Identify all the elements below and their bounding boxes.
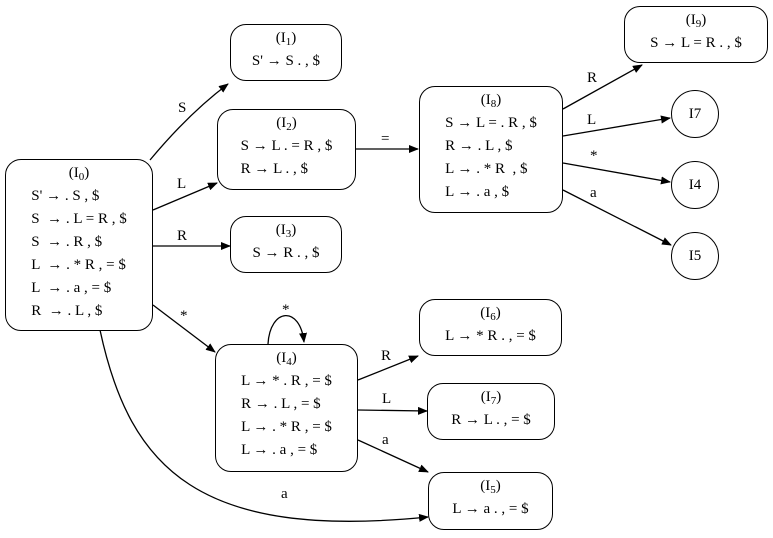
edge-I4-I7 [357,406,428,415]
edge-label-I8-I4: * [590,148,598,164]
ref-node-I7[interactable]: I7 [671,90,719,138]
lr-item: L → * R . , = $ [445,328,536,344]
state-title: (I6) [480,305,501,323]
state-I5[interactable]: (I5) L → a . , = $ [428,472,553,530]
state-title: (I2) [276,115,297,133]
state-title: (I9) [685,12,707,30]
edge-label-I4-I5: a [382,432,389,448]
edge-label-I0-I1: S [178,100,187,116]
ref-node-I5[interactable]: I5 [671,232,719,280]
edge-label-I4-I6: R [381,348,392,364]
lr-item: L → * . R , = $ [241,373,332,389]
state-I8[interactable]: (I8) S → L = . R , $ R → . L , $ L → . *… [419,86,563,213]
lr-item: S → . L = R , $ [31,211,127,227]
lr-item: S → . R , $ [31,234,103,250]
lr-item: L → . a , $ [445,184,510,200]
edge-label-I0-I3: R [177,228,188,244]
lr-item: R → L . , = $ [451,412,531,428]
state-title: (I3) [275,222,297,240]
edge-label-I0-I2: L [177,176,187,192]
edge-I0-I4 [152,304,216,353]
state-I1[interactable]: (I1) S' → S . , $ [230,24,342,81]
state-I4[interactable]: (I4) L → * . R , = $ R → . L , = $ L → .… [215,344,358,472]
state-I3[interactable]: (I3) S → R . , $ [230,216,342,273]
edge-label-I0-I5: a [281,486,288,502]
lr-item: L → . a , = $ [31,280,112,296]
lr-item: S' → S . , $ [251,53,321,69]
lr-item: L → . * R , = $ [31,257,126,273]
state-I9[interactable]: (I9) S → L = R . , $ [624,6,768,63]
state-I6[interactable]: (I6) L → * R . , = $ [419,299,562,356]
edge-label-I4-loop: * [282,302,290,318]
state-title: (I0) [68,165,90,183]
lr-item: S' → . S , $ [31,188,100,204]
edge-label-I8-I5: a [590,185,597,201]
state-I7[interactable]: (I7) R → L . , = $ [427,383,555,440]
lr-item: S → L = . R , $ [445,115,537,131]
edge-I8-I7 [562,115,671,137]
lr-item: R → L . , $ [240,161,309,177]
lr-item: S → L = R . , $ [650,35,742,51]
edge-label-I0-I4: * [180,308,188,324]
edge-label-I2-I8: = [381,131,390,147]
lr-item: R → . L , = $ [241,396,321,412]
state-title: (I1) [275,30,297,48]
edge-label-I8-I9: R [587,70,598,86]
lr-item: L → . a , = $ [241,442,318,458]
edge-I8-I5 [562,189,672,246]
edge-I4-I6 [357,355,419,381]
lr-item: R → . L , $ [445,138,513,154]
edge-I0-I2 [152,182,218,211]
edge-I0-I1 [149,83,229,161]
edge-I0-I5 [99,329,429,522]
state-title: (I4) [276,350,297,368]
state-I2[interactable]: (I2) S → L . = R , $ R → L . , $ [217,109,356,190]
lr-item: L → . * R , = $ [241,419,332,435]
state-title: (I5) [480,478,501,496]
lr-item: S → L . = R , $ [240,138,333,154]
state-title: (I7) [480,389,502,407]
state-title: (I8) [480,92,502,110]
edge-I4-I5 [357,439,429,473]
lr-item: L → a . , = $ [452,501,529,517]
edge-I8-I9 [562,64,643,110]
lr-item: L → . * R , $ [445,161,528,177]
ref-node-I4[interactable]: I4 [671,161,719,209]
edge-I4-I4-loop [267,315,308,345]
state-I0[interactable]: (I0) S' → . S , $ S → . L = R , $ S → . … [5,159,153,331]
lr-item: R → . L , $ [31,303,103,319]
edge-I8-I4 [562,162,671,185]
edge-label-I4-I7: L [382,391,392,407]
edge-label-I8-I7: L [587,112,597,128]
lr-item: S → R . , $ [252,245,320,261]
